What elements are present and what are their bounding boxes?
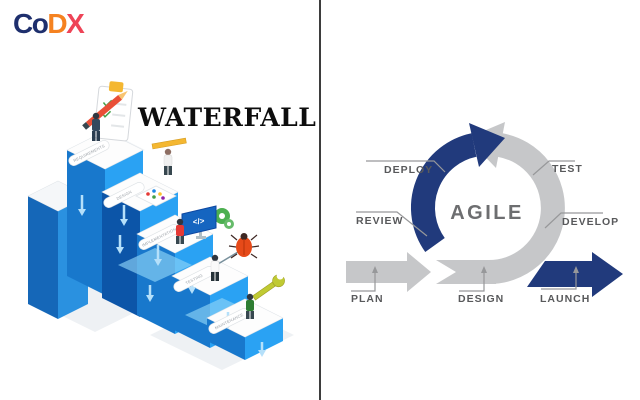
phase-pill-2: DESIGN [103,182,145,208]
design-leader [459,271,485,292]
wrench-icon [252,272,285,301]
ruler [151,137,187,150]
agile-gray-arc [486,133,565,285]
label-test: TEST [552,163,583,175]
person-designer [163,148,173,175]
phase-pill-4: TESTING [173,266,215,292]
deploy-leader [366,160,446,173]
leader-lines [351,160,603,292]
codx-logo: CoDX [13,8,85,39]
launch-arrow-icon [527,252,623,297]
kanban-board [135,185,177,207]
monitor-code-text: </> [192,216,205,227]
person-tester [210,254,220,281]
develop-leader [544,212,603,229]
agile-diagram: DEPLOY TEST REVIEW DEVELOP PLAN DESIGN L… [346,122,623,305]
label-design: DESIGN [458,293,504,305]
person-developer [176,218,184,244]
leader-arrowheads [372,266,579,273]
launch-leader [541,271,577,290]
label-launch: LAUNCH [540,293,590,305]
stick [217,251,239,265]
phase-label-2: DESIGN [116,189,133,201]
logo-x: X [66,8,85,39]
logo-co: Co [13,8,49,39]
test-leader [532,160,575,176]
plan-leader [351,271,376,292]
waterfall-illustration: </> [27,81,294,370]
person-analyst [92,112,100,141]
label-plan: PLAN [351,293,384,305]
person-maintainer [246,293,254,319]
plan-arrow-icon [346,252,431,292]
clipboard-clip [108,81,124,93]
logo-d: D [47,8,67,39]
label-deploy: DEPLOY [384,164,433,176]
agile-navy-arc [411,133,477,252]
agile-center-label: AGILE [450,202,524,224]
agile-gray-band [436,260,496,284]
water-splash-1 [118,248,192,282]
bug [217,233,260,265]
panel-divider [319,0,321,400]
label-review: REVIEW [356,215,403,227]
label-develop: DEVELOP [562,216,619,228]
review-leader [356,211,428,237]
code-monitor: </> [181,205,234,239]
waterfall-title: WATERFALL [138,103,317,132]
navy-arrowhead-icon [469,123,505,167]
